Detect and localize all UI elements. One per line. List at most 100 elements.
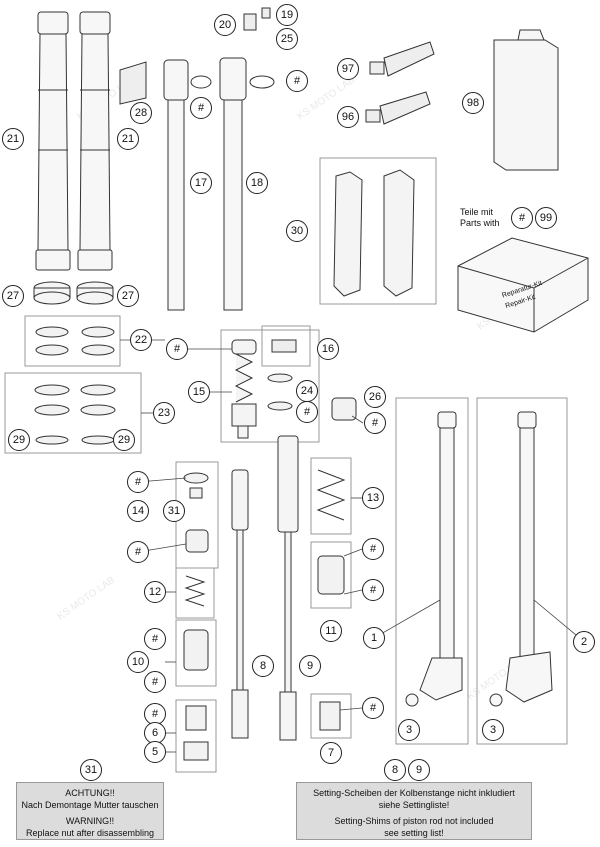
fork-protector-frame [319, 157, 437, 305]
small-parts-16 [271, 339, 297, 353]
callout-27-right: 27 [117, 285, 139, 307]
valve-11 [317, 555, 345, 595]
warning-en-title: WARNING!! [65, 816, 115, 826]
nut-31 [183, 472, 209, 553]
callout-18: 18 [246, 172, 268, 194]
callout-hash-14-bottom: # [127, 541, 149, 563]
valve-7 [319, 701, 341, 731]
callout-29-right: 29 [113, 429, 135, 451]
note-ref-31: 31 [80, 759, 102, 781]
valve-11-frame [310, 541, 352, 609]
callout-22: 22 [130, 329, 152, 351]
callout-3-right: 3 [482, 719, 504, 741]
callout-98: 98 [462, 92, 484, 114]
bleed-screw-20 [243, 13, 257, 31]
callout-10: 10 [127, 651, 149, 673]
fork-leg-frame-right [476, 397, 568, 745]
parts-with-label: Teile mit Parts with [460, 207, 500, 229]
callout-hash-26: # [364, 412, 386, 434]
valve-10-frame [175, 619, 217, 687]
note-ref-9: 9 [408, 759, 430, 781]
outer-tube-right [77, 11, 113, 271]
callout-29-left: 29 [8, 429, 30, 451]
adjuster-26 [331, 397, 357, 421]
parts-with-line-2: Parts with [460, 218, 500, 228]
callout-25: 25 [276, 28, 298, 50]
callout-hash-7: # [362, 697, 384, 719]
callout-hash-10-top: # [144, 628, 166, 650]
spring-13-frame [310, 457, 352, 535]
callout-hash-10-bottom: # [144, 671, 166, 693]
callout-24: 24 [296, 380, 318, 402]
callout-9: 9 [299, 655, 321, 677]
note-ref-8: 8 [384, 759, 406, 781]
callout-96: 96 [337, 106, 359, 128]
cartridge-spring-15 [231, 339, 257, 439]
seals [34, 384, 116, 445]
spring-12 [184, 575, 206, 607]
shims-en-line-2: see setting list! [384, 828, 444, 838]
callout-12: 12 [144, 581, 166, 603]
callout-16: 16 [317, 338, 339, 360]
shims-en-line-1: Setting-Shims of piston rod not included [334, 816, 494, 826]
spring-13 [316, 469, 346, 521]
callout-28: 28 [130, 102, 152, 124]
callout-2: 2 [573, 631, 595, 653]
callout-23: 23 [153, 402, 175, 424]
callout-19: 19 [276, 4, 298, 26]
fork-leg-1 [405, 411, 463, 707]
callout-hash-14-top: # [127, 471, 149, 493]
spring-seat-right [76, 281, 114, 305]
setting-shims-note: Setting-Scheiben der Kolbenstange nicht … [296, 782, 532, 840]
callout-5: 5 [144, 741, 166, 763]
fork-protector-right [383, 169, 415, 297]
cartridge-tube-18 [219, 57, 247, 311]
callout-11: 11 [320, 620, 342, 642]
o-ring-17 [190, 75, 212, 89]
valve-10 [183, 629, 209, 671]
o-ring-18 [249, 75, 275, 89]
piston-rod-8 [231, 469, 249, 739]
callout-30: 30 [286, 220, 308, 242]
callout-hash-11-bottom: # [362, 579, 384, 601]
valve-6-frame [175, 699, 217, 773]
callout-21-left: 21 [2, 128, 24, 150]
spring-seat-left [33, 281, 71, 305]
valve-7-frame [310, 693, 352, 739]
grease-tube-96 [365, 91, 431, 125]
clip-5 [183, 741, 209, 761]
fork-leg-2 [489, 411, 553, 707]
warning-de-title: ACHTUNG!! [65, 788, 115, 798]
warning-note-nut: ACHTUNG!! Nach Demontage Mutter tauschen… [16, 782, 164, 840]
shims-de-line-1: Setting-Scheiben der Kolbenstange nicht … [313, 788, 515, 798]
callout-17: 17 [190, 172, 212, 194]
callout-31: 31 [163, 500, 185, 522]
callout-3-left: 3 [398, 719, 420, 741]
callout-1: 1 [363, 627, 385, 649]
callout-20: 20 [214, 14, 236, 36]
callout-26: 26 [364, 386, 386, 408]
piston-rod-9 [277, 435, 299, 741]
callout-hash-18: # [286, 70, 308, 92]
shims-de-line-2: siehe Settingliste! [378, 800, 450, 810]
fork-leg-frame-left [395, 397, 469, 745]
oil-can-98 [493, 29, 559, 171]
valve-6 [185, 705, 207, 731]
callout-14: 14 [127, 500, 149, 522]
callout-15: 15 [188, 381, 210, 403]
cartridge-assembly-frame [220, 329, 320, 443]
bushing-set-frame [24, 315, 121, 367]
cartridge-tube-17 [163, 59, 189, 311]
repair-kit-box [457, 237, 589, 333]
callout-hash-11-top: # [362, 538, 384, 560]
sticker-part [119, 61, 147, 105]
parts-with-line-1: Teile mit [460, 207, 494, 217]
callout-13: 13 [362, 487, 384, 509]
warning-en-text: Replace nut after disassembling [25, 828, 155, 838]
callout-hash-24: # [296, 401, 318, 423]
small-parts-frame [261, 325, 311, 367]
callout-7: 7 [320, 742, 342, 764]
callout-21-right: 21 [117, 128, 139, 150]
bushings [35, 326, 115, 356]
